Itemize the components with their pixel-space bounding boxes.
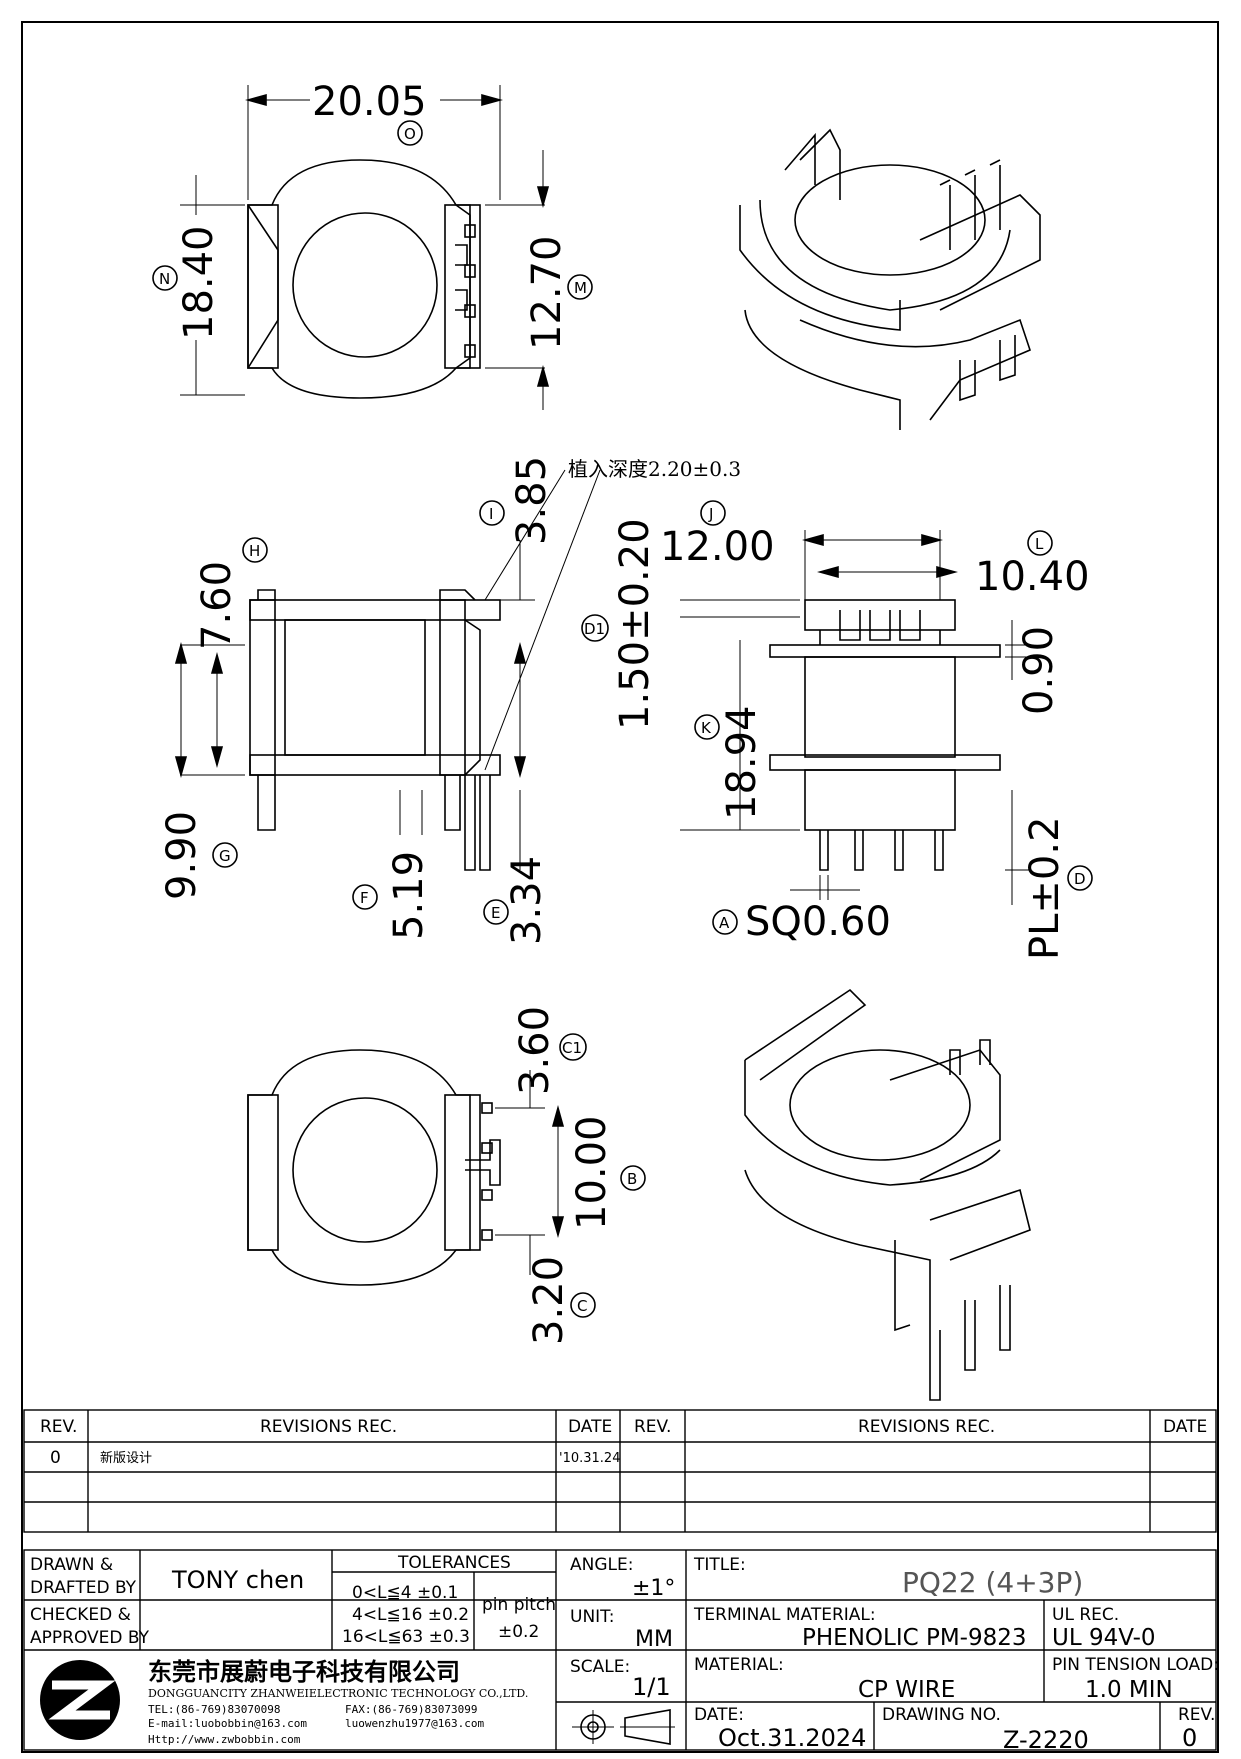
insert-depth-note: 植入深度2.20±0.3 (568, 457, 741, 481)
company-logo (40, 1660, 120, 1740)
rec-header-left: REVISIONS REC. (260, 1417, 397, 1437)
rev-row-0-rev: 0 (50, 1448, 61, 1468)
company-fax: FAX:(86-769)83073099 (345, 1703, 477, 1716)
pin-tension-label: PIN TENSION LOAD: (1052, 1655, 1219, 1675)
dim-H: 7.60 (194, 561, 240, 650)
marker-O: O (404, 125, 416, 143)
dim-C: 3.20 (526, 1256, 572, 1345)
marker-C1: C1 (562, 1039, 582, 1057)
unit-value: MM (635, 1627, 673, 1652)
rev-row-0-rec: 新版设计 (100, 1450, 152, 1466)
drawn-by: TONY chen (171, 1566, 304, 1594)
pin-pitch-label: pin pitch (482, 1595, 556, 1615)
dim-M: 12.70 (524, 235, 570, 350)
approved-label: APPROVED BY (30, 1628, 150, 1648)
dim-I: 3.85 (509, 456, 555, 545)
isometric-view-top (739, 128, 1041, 430)
drawing-no-label: DRAWING NO. (882, 1705, 1001, 1725)
marker-E: E (491, 904, 500, 922)
bottom-view (247, 1049, 565, 1286)
dim-C1: 3.60 (512, 1006, 558, 1095)
dim-N: 18.40 (176, 225, 222, 340)
marker-J: J (708, 505, 713, 523)
terminal-material: PHENOLIC PM-9823 (802, 1625, 1027, 1651)
marker-K: K (701, 719, 712, 737)
company-name-en: DONGGUANCITY ZHANWEIELECTRONIC TECHNOLOG… (148, 1687, 528, 1700)
dim-K: 18.94 (719, 705, 765, 820)
company-email: E-mail:luobobbin@163.com (148, 1717, 307, 1730)
drawn-label: DRAWN & (30, 1555, 113, 1575)
dim-A: SQ0.60 (745, 899, 891, 945)
tolerance-3: 16<L≦63 ±0.3 (342, 1627, 470, 1647)
marker-L: L (1035, 535, 1044, 553)
terminal-material-label: TERMINAL MATERIAL: (693, 1605, 876, 1625)
marker-F: F (360, 889, 369, 907)
dim-D1: 1.50±0.20 (612, 518, 658, 730)
marker-I: I (489, 505, 493, 523)
dim-B: 10.00 (569, 1115, 615, 1230)
side-view (174, 469, 601, 871)
drawing-title: PQ22 (4+3P) (902, 1566, 1083, 1599)
tolerance-2: 4<L≦16 ±0.2 (352, 1605, 469, 1625)
scale-label: SCALE: (570, 1657, 630, 1677)
marker-M: M (574, 279, 587, 297)
dim-L: 10.40 (975, 554, 1090, 600)
date-header-left: DATE (568, 1417, 612, 1437)
revisions-table (23, 1409, 1217, 1533)
title-label: TITLE: (693, 1555, 746, 1575)
marker-B: B (627, 1170, 637, 1188)
marker-G: G (219, 847, 231, 865)
pin-tension-value: 1.0 MIN (1085, 1677, 1173, 1703)
marker-A: A (719, 914, 730, 932)
company-web: Http://www.zwbobbin.com (148, 1733, 301, 1746)
date-value: Oct.31.2024 (718, 1724, 866, 1752)
dim-E: 3.34 (504, 856, 550, 945)
front-view (680, 530, 1030, 905)
date-label: DATE: (694, 1705, 744, 1725)
company-tel: TEL:(86-769)83070098 (148, 1703, 280, 1716)
dim-J: 12.00 (660, 524, 775, 570)
marker-H: H (249, 542, 260, 560)
material-label: MATERIAL: (694, 1655, 784, 1675)
drawing-no: Z-2220 (1003, 1726, 1089, 1754)
angle-value: ±1° (632, 1576, 675, 1601)
company-name-cn: 东莞市展蔚电子科技有限公司 (148, 1658, 460, 1686)
rev-value: 0 (1182, 1724, 1197, 1752)
company-email-2: luowenzhu1977@163.com (345, 1717, 484, 1730)
ul-value: UL 94V-0 (1052, 1625, 1156, 1651)
pin-pitch-value: ±0.2 (498, 1622, 539, 1642)
projection-symbol-icon (572, 1709, 675, 1745)
marker-N: N (159, 270, 170, 288)
date-header-right: DATE (1163, 1417, 1207, 1437)
tolerance-1: 0<L≦4 ±0.1 (352, 1583, 458, 1603)
drafted-label: DRAFTED BY (30, 1578, 137, 1598)
unit-label: UNIT: (570, 1607, 614, 1627)
dim-O: 20.05 (312, 79, 427, 125)
rev-header-right: REV. (634, 1417, 671, 1437)
rev-label: REV. (1178, 1705, 1215, 1725)
material-value: CP WIRE (858, 1677, 955, 1703)
angle-label: ANGLE: (570, 1555, 633, 1575)
scale-value: 1/1 (632, 1673, 671, 1701)
isometric-view-bottom (744, 988, 1031, 1401)
ul-label: UL REC. (1052, 1605, 1119, 1625)
rec-header-right: REVISIONS REC. (858, 1417, 995, 1437)
dim-L-small: 0.90 (1016, 626, 1062, 715)
top-view (180, 85, 550, 410)
marker-C: C (577, 1297, 587, 1315)
checked-label: CHECKED & (30, 1605, 131, 1625)
dim-D: PL±0.2 (1022, 816, 1068, 960)
rev-row-0-date: '10.31.24 (559, 1451, 620, 1466)
dim-G: 9.90 (159, 811, 205, 900)
rev-header-left: REV. (40, 1417, 77, 1437)
tolerances-label: TOLERANCES (397, 1553, 511, 1573)
sheet-border (21, 21, 1219, 1753)
marker-D1: D1 (584, 620, 605, 638)
dimension-markers (152, 120, 1093, 1318)
marker-D: D (1074, 870, 1086, 888)
dim-F: 5.19 (386, 851, 432, 940)
title-block (23, 1549, 1217, 1751)
